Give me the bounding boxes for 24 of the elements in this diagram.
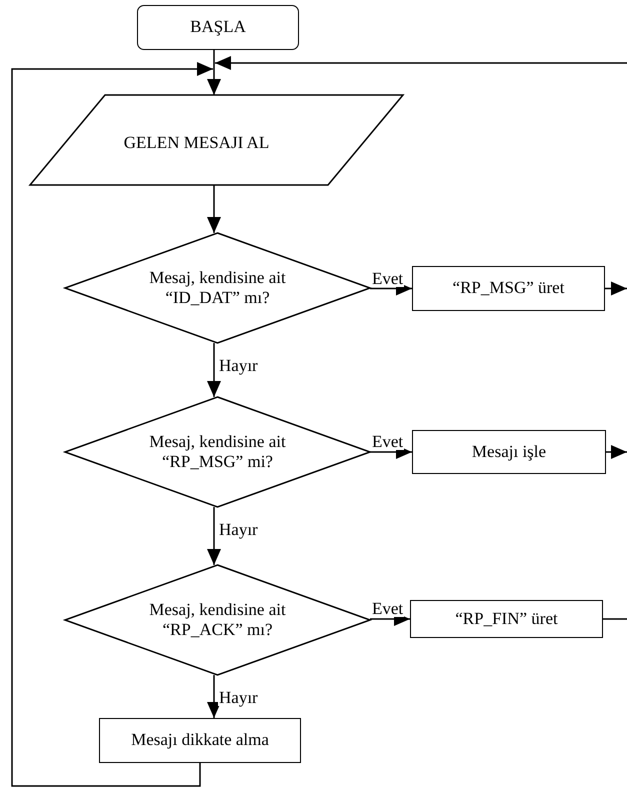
decision-diamond bbox=[65, 233, 370, 343]
node-text: BAŞLA bbox=[190, 17, 246, 38]
edge-label: Evet bbox=[371, 600, 404, 617]
process-box bbox=[410, 600, 603, 638]
node-text: Mesajı işle bbox=[472, 442, 546, 462]
input-parallelogram bbox=[30, 95, 403, 185]
edge-label: Hayır bbox=[218, 689, 259, 706]
decision-diamond bbox=[65, 565, 370, 675]
edge-label: Evet bbox=[371, 270, 404, 286]
process-box bbox=[412, 266, 605, 311]
node-text: Mesaj, kendisine ait “RP_ACK” mı? bbox=[148, 600, 287, 640]
process-box bbox=[99, 718, 301, 763]
process-box bbox=[412, 430, 606, 474]
node-text: “RP_FIN” üret bbox=[455, 608, 558, 630]
node-text: GELEN MESAJI AL bbox=[124, 133, 270, 154]
node-text: Mesajı dikkate alma bbox=[131, 730, 269, 751]
node-text: Mesaj, kendisine ait “RP_MSG” mi? bbox=[148, 432, 287, 472]
decision-diamond bbox=[65, 397, 370, 507]
edge-label: Hayır bbox=[218, 357, 259, 374]
start-terminal bbox=[137, 5, 299, 50]
node-text: “RP_MSG” üret bbox=[452, 278, 564, 299]
edge-label: Evet bbox=[371, 433, 404, 450]
edge-label: Hayır bbox=[218, 521, 259, 538]
node-text: Mesaj, kendisine ait “ID_DAT” mı? bbox=[148, 268, 287, 308]
